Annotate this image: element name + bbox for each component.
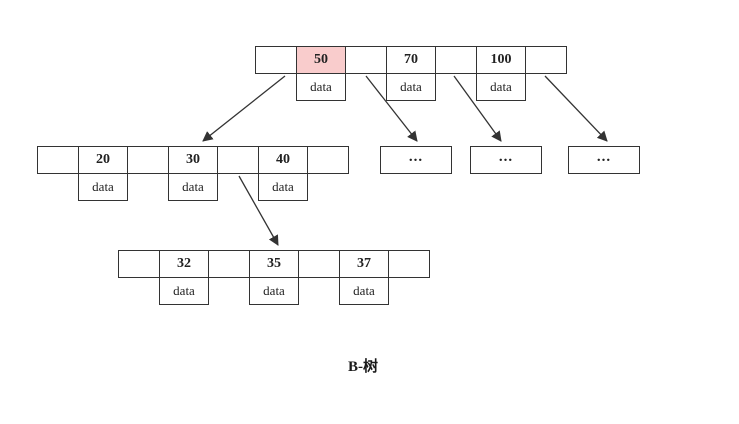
key-cell: 32 [159,250,209,278]
ellipsis-node-3: ... [568,146,640,174]
arrow-root-to-ellipsis-3 [544,75,608,142]
pointer-cell [525,46,567,74]
ellipsis-node-1: ... [380,146,452,174]
pointer-cell [388,250,430,278]
level3-key-row: 32 35 37 [118,250,430,278]
ellipsis-node-2: ... [470,146,542,174]
pointer-cell [255,46,297,74]
data-cell: data [159,277,209,305]
data-cell: data [78,173,128,201]
pointer-cell [127,146,169,174]
pointer-cell [298,250,340,278]
pointer-cell [118,250,160,278]
key-cell-highlighted: 50 [296,46,346,74]
root-key-row: 50 70 100 [255,46,567,74]
diagram-caption: B-树 [347,359,378,375]
key-cell: 70 [386,46,436,74]
pointer-cell [307,146,349,174]
data-cell: data [249,277,299,305]
data-cell: data [339,277,389,305]
key-cell: 40 [258,146,308,174]
btree-root-node: 50 70 100 data data data [255,46,567,101]
data-cell: data [296,73,346,101]
btree-level3-node: 32 35 37 data data data [118,250,430,305]
pointer-cell [37,146,79,174]
data-cell: data [168,173,218,201]
data-cell: data [386,73,436,101]
key-cell: 37 [339,250,389,278]
key-cell: 30 [168,146,218,174]
key-cell: 20 [78,146,128,174]
arrow-root-to-left-child [202,75,286,142]
pointer-cell [435,46,477,74]
key-cell: 100 [476,46,526,74]
level2-key-row: 20 30 40 [37,146,349,174]
pointer-cell [345,46,387,74]
btree-level2-left-node: 20 30 40 data data data [37,146,349,201]
data-cell: data [258,173,308,201]
data-cell: data [476,73,526,101]
pointer-cell [217,146,259,174]
key-cell: 35 [249,250,299,278]
pointer-cell [208,250,250,278]
